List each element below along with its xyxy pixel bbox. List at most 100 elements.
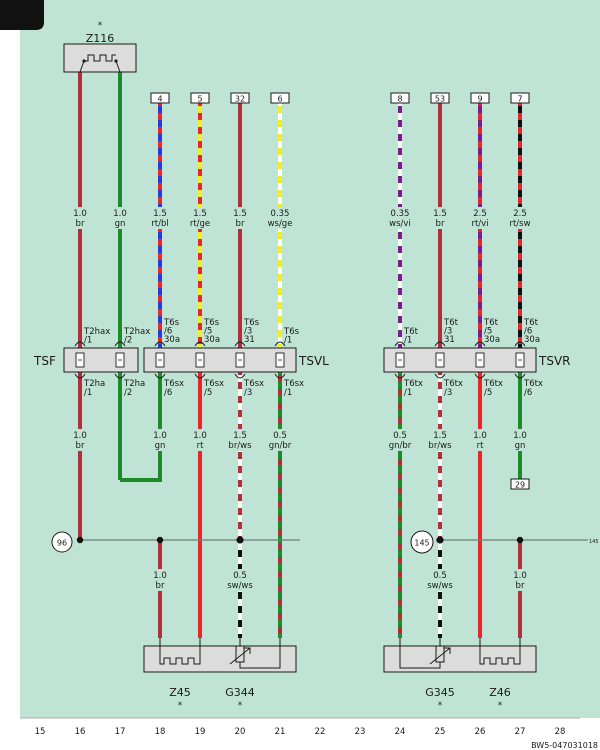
pin-arc-bottom xyxy=(194,373,206,379)
z45-heater-symbol xyxy=(159,638,201,665)
lower-pin-name: T6sx xyxy=(243,379,264,389)
terminal-label: 8 xyxy=(397,95,402,104)
lower-pin-name: T6tx xyxy=(523,379,543,389)
wire-color: rt xyxy=(477,441,484,451)
wire-label-bg xyxy=(223,569,257,591)
wire-size: 0.5 xyxy=(273,431,287,441)
terminal-box xyxy=(230,92,250,104)
pin-arc-top xyxy=(234,341,246,347)
wire-label-bg xyxy=(183,429,217,451)
terminal-label: 9 xyxy=(477,95,482,104)
grid-number: 23 xyxy=(355,727,366,737)
upper-pin-function: 31 xyxy=(444,335,455,345)
page-tab xyxy=(0,0,44,30)
tsvr-connector xyxy=(383,347,537,373)
pin-arc-bottom xyxy=(274,373,286,379)
wire-size: 1.5 xyxy=(233,209,247,219)
wire-color: gn/br xyxy=(389,441,412,451)
wire-label-bg xyxy=(263,207,297,229)
mid-wire-route xyxy=(120,372,162,482)
grid-number: 25 xyxy=(435,727,446,737)
upper-pin-name: T6s xyxy=(283,327,300,337)
g344-star: * xyxy=(238,701,243,711)
wire-color: br xyxy=(156,581,165,591)
wire-size: 1.0 xyxy=(513,571,527,581)
lower-pin-name: T6sx xyxy=(203,379,224,389)
pin-arc-bottom xyxy=(234,373,246,379)
pin-arc-top xyxy=(474,341,486,347)
lower-pin-number: /1 xyxy=(404,388,412,398)
wire-size: 0.35 xyxy=(271,209,290,219)
terminal-box xyxy=(390,92,410,104)
lower-pin-number: /2 xyxy=(124,388,132,398)
terminal-box xyxy=(150,92,170,104)
wire-size: 1.5 xyxy=(433,209,447,219)
pin-arc-bottom xyxy=(74,373,86,379)
terminal-label: 32 xyxy=(235,95,245,104)
grid-number: 27 xyxy=(515,727,526,737)
wire-color: br xyxy=(76,441,85,451)
terminal-box xyxy=(190,92,210,104)
wire-label-bg xyxy=(383,207,417,229)
tsf-connector xyxy=(63,347,139,373)
grid-number: 24 xyxy=(395,727,406,737)
upper-pin-number: /3 xyxy=(244,327,252,337)
wire-color: rt/ge xyxy=(190,219,210,229)
wire-label-bg xyxy=(463,207,497,229)
wire-label-bg xyxy=(103,207,137,229)
g344-label: G344 xyxy=(225,686,255,699)
grid-number: 15 xyxy=(35,727,46,737)
pin-arc-top xyxy=(514,341,526,347)
upper-pin-number: /5 xyxy=(204,327,212,337)
wire-size: 1.0 xyxy=(193,431,207,441)
wire-size: 0.5 xyxy=(233,571,247,581)
splice-dot xyxy=(236,536,244,544)
grid-number: 21 xyxy=(275,727,286,737)
wire-size: 0.5 xyxy=(433,571,447,581)
terminal-29-box xyxy=(510,478,530,490)
ground-point-145-label: 145 xyxy=(414,539,429,548)
splice-dot xyxy=(436,536,444,544)
terminal-label: 7 xyxy=(517,95,522,104)
wire-labels: 1.0br1.0gn1.5rt/bl1.5rt/ge1.5br0.35ws/ge… xyxy=(63,207,537,591)
pin-arc-top xyxy=(74,341,86,347)
z46-star: * xyxy=(498,701,503,711)
upper-pin-name: T6t xyxy=(443,318,459,328)
wire-color: br xyxy=(436,219,445,229)
grid-number: 19 xyxy=(195,727,206,737)
z45-star: * xyxy=(178,701,183,711)
pin-arc-top xyxy=(394,341,406,347)
lower-pin-name: T6sx xyxy=(163,379,184,389)
upper-pin-function: 30a xyxy=(204,335,220,345)
wire-color: rt/vi xyxy=(471,219,488,229)
wire-color: br/ws xyxy=(228,441,252,451)
terminal-label: 4 xyxy=(157,95,162,104)
upper-pin-function: 30a xyxy=(164,335,180,345)
pin-arc-top xyxy=(194,341,206,347)
wire-color: br xyxy=(236,219,245,229)
grid-number: 26 xyxy=(475,727,486,737)
wire-size: 1.5 xyxy=(153,209,167,219)
wire-size: 1.5 xyxy=(233,431,247,441)
g344-arrow xyxy=(229,647,251,665)
upper-pin-function: 31 xyxy=(244,335,255,345)
lower-pin-number: /1 xyxy=(84,388,92,398)
terminal-label: 6 xyxy=(277,95,282,104)
terminal-label: 53 xyxy=(435,95,445,104)
z116-pin-2 xyxy=(114,59,118,63)
wire-label-bg xyxy=(423,569,457,591)
right-bottom-component xyxy=(383,645,537,673)
upper-pin-function: 30a xyxy=(484,335,500,345)
wire-size: 0.35 xyxy=(391,209,410,219)
wire-color: gn xyxy=(115,219,126,229)
wire-size: 1.0 xyxy=(113,209,127,219)
lower-pin-name: T6tx xyxy=(403,379,423,389)
ground-reference-label: 145 xyxy=(589,539,599,545)
z116-lead-right xyxy=(115,60,121,73)
terminal-box xyxy=(270,92,290,104)
pin-arc-bottom xyxy=(434,373,446,379)
z116-lead-left xyxy=(79,60,85,73)
upper-pin-name: T6s xyxy=(163,318,180,328)
z116-star: * xyxy=(98,21,103,31)
grid-number: 20 xyxy=(235,727,246,737)
